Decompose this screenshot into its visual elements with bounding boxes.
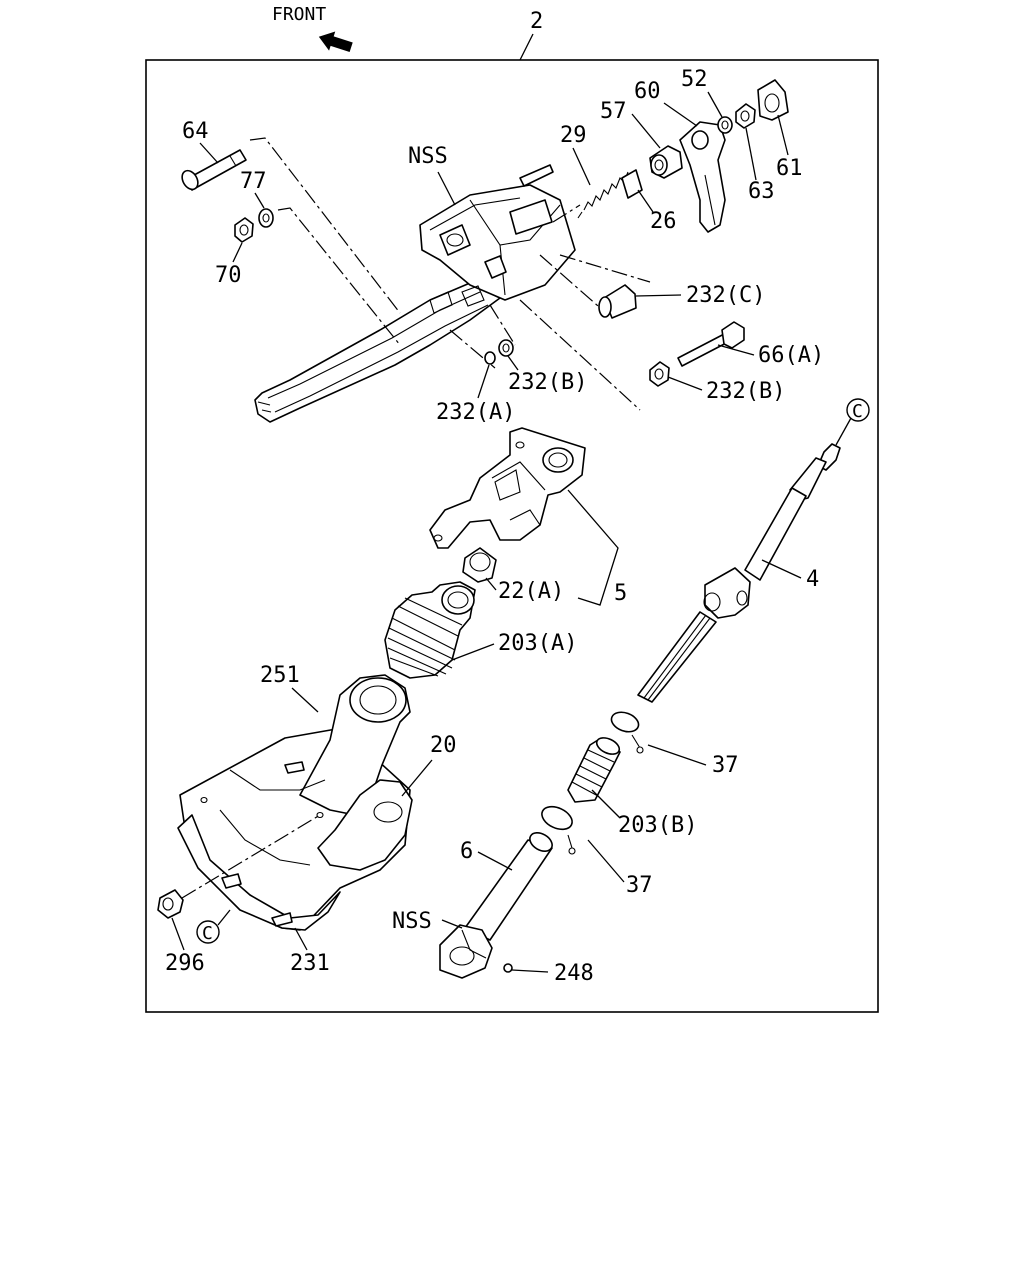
column-bracket-5 [429, 427, 586, 549]
callout-232b-right: 232(B) [706, 379, 785, 404]
callout-22a: 22(A) [498, 579, 564, 604]
callout-26: 26 [650, 209, 677, 234]
assembly-frame [145, 59, 879, 1013]
bushing-232c [598, 284, 637, 319]
callout-248: 248 [554, 961, 594, 986]
reference-circle-top [846, 398, 870, 422]
assembly-leader [519, 33, 534, 61]
callout-37-top: 37 [712, 753, 739, 778]
guide-line [249, 137, 401, 314]
callout-52: 52 [681, 67, 708, 92]
washer-232b-left [498, 339, 514, 357]
nut-70 [234, 217, 254, 243]
bushing-57 [649, 145, 683, 179]
callout-203a: 203(A) [498, 631, 577, 656]
guide-line [539, 254, 599, 307]
callout-6: 6 [460, 839, 473, 864]
lower-shaft-6 [439, 832, 553, 979]
callout-296: 296 [165, 951, 205, 976]
guide-line [559, 254, 651, 283]
washer-232a [484, 351, 496, 365]
clamp-61 [757, 79, 789, 121]
callout-20: 20 [430, 733, 457, 758]
bolt-66a [677, 321, 745, 367]
clip-26 [621, 169, 643, 199]
washer-77 [258, 208, 274, 228]
callout-77: 77 [240, 169, 267, 194]
callout-57: 57 [600, 99, 627, 124]
guide-line [277, 207, 401, 346]
boot-203a [384, 581, 476, 679]
lever-60 [679, 121, 726, 233]
bolt-248 [503, 963, 513, 973]
callout-232b-left: 232(B) [508, 370, 587, 395]
assembly-number: 2 [530, 9, 543, 34]
callout-37-bottom: 37 [626, 873, 653, 898]
front-label: FRONT [272, 4, 326, 25]
upper-bracket-assembly [254, 164, 576, 423]
callout-231: 231 [290, 951, 330, 976]
leader-5 [567, 489, 619, 606]
callout-nss-top: NSS [408, 144, 448, 169]
spring-29 [577, 171, 629, 219]
guide-line [552, 204, 581, 223]
fastener-296 [157, 889, 184, 919]
callout-60: 60 [634, 79, 661, 104]
callout-circle-c-bottom: C [202, 923, 213, 944]
boot-203b [567, 737, 621, 803]
callout-64: 64 [182, 119, 209, 144]
washer-52 [717, 116, 733, 134]
callout-61: 61 [776, 156, 803, 181]
callout-70: 70 [215, 263, 242, 288]
guide-line [519, 299, 641, 411]
callout-66a: 66(A) [758, 343, 824, 368]
callout-circle-c-top: C [852, 401, 863, 422]
nut-232b-right [649, 361, 670, 387]
front-arrow-icon [318, 31, 353, 53]
callout-nss-bottom: NSS [392, 909, 432, 934]
bushing-22a [462, 547, 497, 583]
callout-63: 63 [748, 179, 775, 204]
clamp-37-top [610, 711, 644, 754]
guide-line [489, 304, 516, 346]
clamp-37-bottom [541, 805, 576, 855]
callout-232a: 232(A) [436, 400, 515, 425]
cover-assembly [177, 674, 413, 931]
reference-circle-bottom [196, 920, 220, 944]
callout-232c: 232(C) [686, 283, 765, 308]
callout-4: 4 [806, 567, 819, 592]
nut-63 [735, 103, 756, 129]
callout-5: 5 [614, 581, 627, 606]
callout-203b: 203(B) [618, 813, 697, 838]
bolt-64 [181, 149, 247, 191]
steering-shaft-4 [637, 443, 841, 703]
callout-251: 251 [260, 663, 300, 688]
callout-29: 29 [560, 123, 587, 148]
